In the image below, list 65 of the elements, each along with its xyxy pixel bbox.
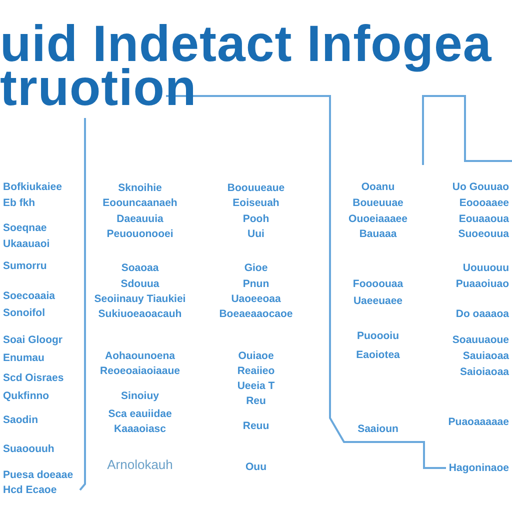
text-label: Ueeia T	[237, 380, 275, 392]
text-label: Gioe	[244, 262, 268, 274]
text-label: Sknoihie	[118, 182, 162, 194]
text-label: Soeqnae	[3, 222, 47, 234]
text-label: Saodin	[3, 414, 38, 426]
text-label: Uui	[248, 228, 264, 240]
text-label: Bofkiukaiee	[3, 181, 62, 193]
text-label: Bauaaa	[359, 228, 397, 240]
text-label: Sauiaoaa	[462, 350, 509, 362]
text-label: Uouuouu	[462, 262, 509, 274]
text-label: Pooh	[242, 213, 270, 225]
text-label: Eoooaaee	[459, 197, 509, 209]
text-label: Boeaeaaocaoe	[219, 308, 293, 320]
text-label: Eouaaoua	[458, 213, 509, 225]
text-label: Uo Gouuao	[452, 181, 509, 193]
text-label: Foooouaa	[352, 278, 404, 290]
text-label: Saaioun	[358, 423, 398, 435]
text-label: Eoiseuah	[232, 197, 280, 209]
text-label: Seoiinauy Tiaukiei	[94, 293, 186, 305]
text-label: Puaoaaaaae	[448, 416, 509, 428]
text-label: Reu	[246, 395, 266, 407]
text-label: Qukfinno	[3, 390, 50, 402]
text-label: Sumorru	[3, 260, 47, 272]
text-label: Sukiuoeaoacauh	[98, 308, 182, 320]
text-label: Puaaoiuao	[456, 278, 509, 290]
text-label: Hagoninaoe	[448, 462, 509, 474]
text-label: Peuouonooei	[106, 228, 174, 240]
text-label: Soecoaaia	[3, 290, 55, 302]
text-label: Puoooiu	[357, 330, 399, 342]
text-label: Reuu	[242, 420, 270, 432]
text-label: Suaoouuh	[3, 443, 54, 455]
text-label: Reaiieo	[237, 365, 275, 377]
text-label: Eoouncaanaeh	[102, 197, 178, 209]
text-label: Enumau	[3, 352, 44, 364]
text-label: Eb fkh	[3, 197, 36, 209]
text-label: Sdouua	[120, 278, 160, 290]
text-label: Ouu	[246, 461, 266, 473]
text-label: Ouoeiaaaee	[348, 213, 408, 225]
title: uid Indetact Infogea truotion	[0, 22, 493, 110]
text-label: Uaoeeoaa	[231, 293, 281, 305]
text-label: Ouiaoe	[238, 350, 274, 362]
text-label: Eaoiotea	[356, 349, 400, 361]
text-label: Soaoaa	[121, 262, 159, 274]
text-label: Soauuaoue	[452, 334, 509, 346]
text-label: Ooanu	[361, 181, 395, 193]
text-label: Sinoiuy	[121, 390, 159, 402]
text-label: Scd Oisraes	[3, 372, 64, 384]
text-label: Kaaaoiasc	[114, 423, 166, 435]
text-label: Daeauuia	[116, 213, 164, 225]
text-label: Sca eauiidae	[108, 408, 172, 420]
text-label: Reoeoaiaoiaaue	[100, 365, 180, 377]
text-label: Puesa doeaae	[3, 469, 74, 481]
text-label: Ukaauaoi	[3, 238, 50, 250]
text-label: Uaeeuaee	[353, 295, 403, 307]
text-label: Saioiaoaa	[460, 366, 509, 378]
text-label: Aohaounoena	[105, 350, 175, 362]
text-label: Arnolokauh	[107, 459, 173, 471]
text-label: Sonoifol	[3, 307, 45, 319]
text-label: Soai Gloogr	[3, 334, 63, 346]
text-label: Suoeouua	[458, 228, 509, 240]
text-label: Hcd Ecaoe	[3, 484, 57, 496]
text-label: Do oaaaoa	[456, 308, 509, 320]
text-label: Pnun	[242, 278, 270, 290]
text-label: Boouueaue	[227, 182, 285, 194]
text-label: Boueuuae	[352, 197, 404, 209]
